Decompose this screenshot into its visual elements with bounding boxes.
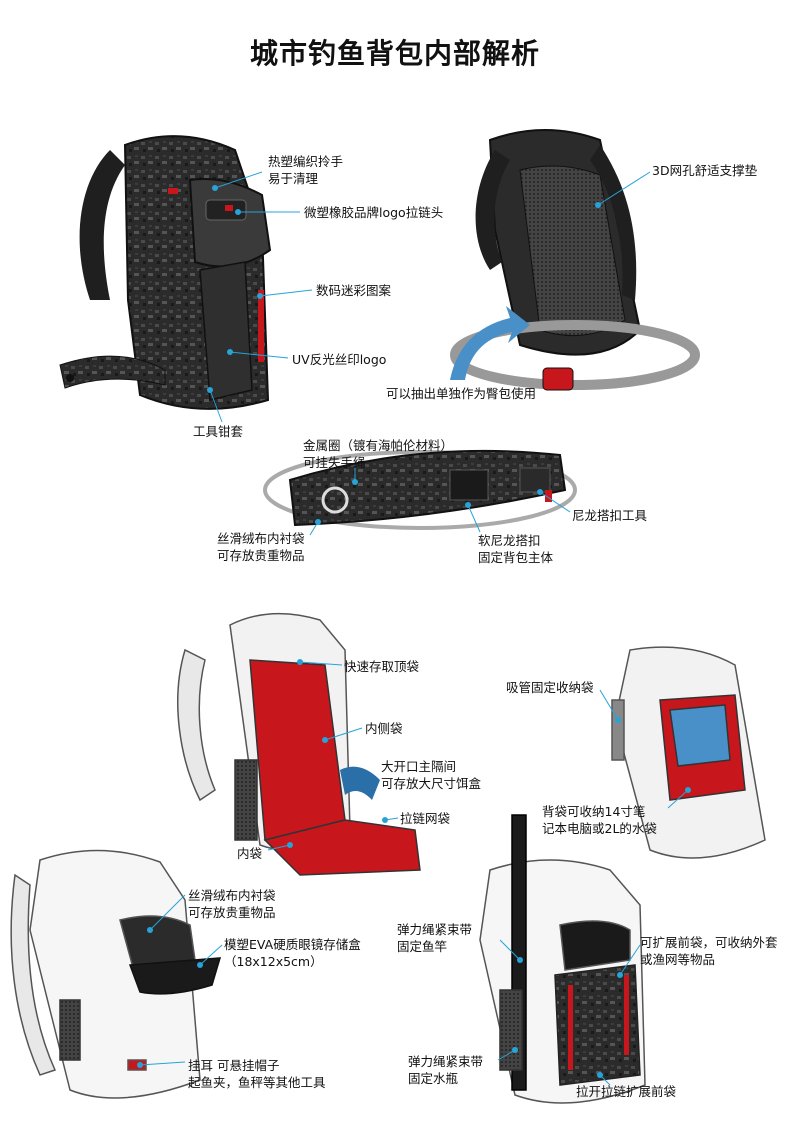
callout-velour-pocket-2: 丝滑绒布内衬袋 可存放贵重物品 bbox=[188, 888, 276, 920]
page-title: 城市钓鱼背包内部解析 bbox=[249, 37, 540, 70]
callout-uv-logo: UV反光丝印logo bbox=[292, 352, 387, 367]
callout-back-pad: 3D网孔舒适支撑垫 bbox=[652, 163, 758, 178]
callout-soft-nylon: 软尼龙搭扣 固定背包主体 bbox=[478, 533, 554, 565]
callout-eva-case: 模塑EVA硬质眼镜存储盒 （18x12x5cm） bbox=[224, 937, 361, 969]
bag-white-rod bbox=[479, 814, 646, 1104]
callout-handle: 热塑编织拎手 易于清理 bbox=[268, 154, 344, 186]
bag-back-dark bbox=[450, 129, 700, 391]
callout-tool-holder: 工具钳套 bbox=[193, 424, 244, 439]
hip-pack-dark bbox=[263, 449, 577, 530]
bag-front-dark bbox=[59, 135, 272, 410]
callout-zip-mesh: 拉链网袋 bbox=[400, 811, 451, 826]
callout-nylon-tool: 尼龙搭扣工具 bbox=[572, 508, 648, 523]
bag-open-red bbox=[177, 612, 421, 876]
bag-side-laptop bbox=[611, 646, 766, 859]
callout-velour-pocket: 丝滑绒布内衬袋 可存放贵重物品 bbox=[217, 531, 305, 563]
callout-main-compartment: 大开口主隔间 可存放大尺寸饵盒 bbox=[381, 759, 482, 791]
callout-hanging-loop: 挂耳 可悬挂帽子 起鱼夹，鱼秤等其他工具 bbox=[188, 1058, 326, 1090]
leader-lines bbox=[137, 171, 691, 1086]
callout-hip-pack: 可以抽出单独作为臀包使用 bbox=[386, 386, 537, 401]
callout-front-expand: 可扩展前袋，可收纳外套 或渔网等物品 bbox=[640, 935, 778, 967]
callout-bungee-bottle: 弹力绳紧束带 固定水瓶 bbox=[408, 1054, 484, 1086]
callout-straw-pocket: 吸管固定收纳袋 bbox=[506, 680, 594, 695]
callout-inner-side: 内侧袋 bbox=[365, 721, 403, 736]
callout-inner-pocket: 内袋 bbox=[237, 846, 263, 861]
callout-metal-ring: 金属圈（镀有海帕伦材料） 可挂失手绳 bbox=[303, 438, 454, 470]
bag-white-eva bbox=[10, 849, 222, 1099]
callout-zipper-pull: 微塑橡胶品牌logo拉链头 bbox=[304, 205, 444, 220]
callout-laptop: 背袋可收纳14寸笔 记本电脑或2L的水袋 bbox=[542, 804, 657, 836]
callout-top-pocket: 快速存取顶袋 bbox=[344, 659, 420, 674]
callout-bungee-rod: 弹力绳紧束带 固定鱼竿 bbox=[397, 922, 473, 954]
callout-camo: 数码迷彩图案 bbox=[316, 283, 392, 298]
callout-zip-expand: 拉开拉链扩展前袋 bbox=[576, 1084, 677, 1099]
